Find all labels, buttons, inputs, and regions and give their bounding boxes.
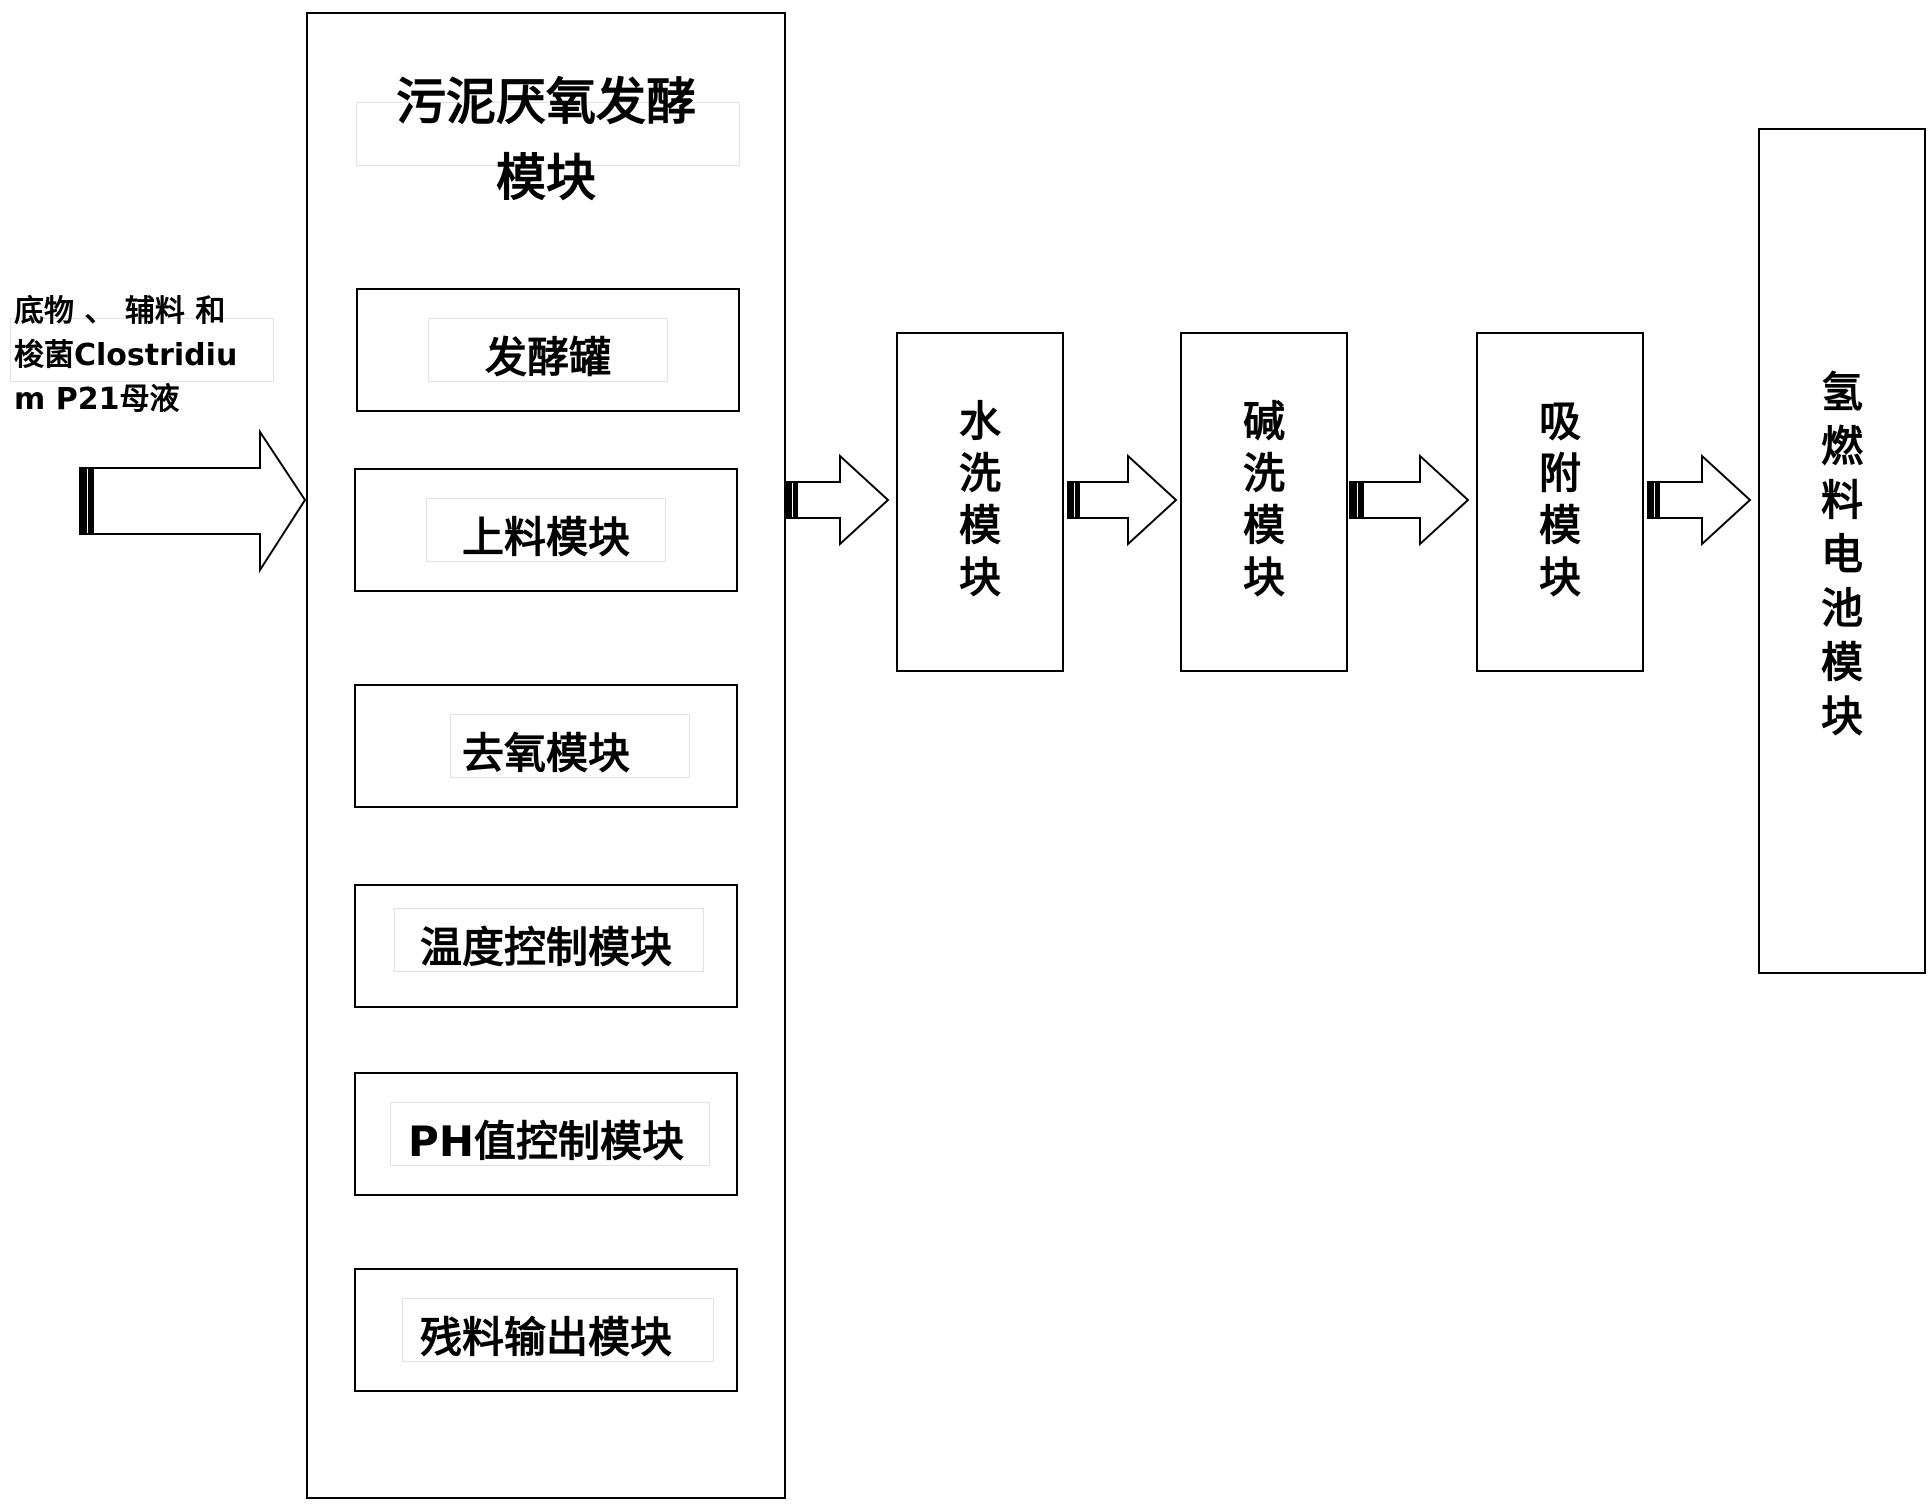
arrow-to-fuel-cell	[1647, 453, 1752, 547]
input-label-frame	[10, 318, 274, 382]
adsorption-module: 吸附模块	[1476, 332, 1644, 672]
submodule-frame	[428, 318, 668, 382]
water-wash-module: 水洗模块	[896, 332, 1064, 672]
submodule-frame	[402, 1298, 714, 1362]
fuel-cell-module: 氢燃料电池模块	[1758, 128, 1926, 974]
submodule-residue-output: 残料输出模块	[354, 1268, 738, 1392]
submodule-feeding: 上料模块	[354, 468, 738, 592]
input-arrow	[79, 428, 307, 574]
arrow-to-alkali-wash	[1067, 453, 1178, 547]
input-label-line2: 梭菌Clostridiu	[14, 338, 238, 373]
adsorption-label: 吸附模块	[1538, 397, 1581, 602]
fermentation-title-line1: 污泥厌氧发酵	[396, 73, 696, 131]
submodule-label: 上料模块	[461, 513, 630, 562]
submodule-label: 去氧模块	[461, 729, 630, 778]
water-wash-label: 水洗模块	[958, 397, 1001, 602]
submodule-label: 发酵罐	[484, 333, 611, 382]
submodule-ph-control: PH值控制模块	[354, 1072, 738, 1196]
arrow-to-adsorption	[1349, 453, 1470, 547]
submodule-frame	[426, 498, 666, 562]
submodule-label: 温度控制模块	[419, 923, 672, 972]
fermentation-title-frame	[356, 102, 740, 166]
submodule-fermentation-tank: 发酵罐	[356, 288, 740, 412]
input-label-line3: m P21母液	[14, 382, 180, 417]
submodule-deoxygenation: 去氧模块	[354, 684, 738, 808]
fermentation-title-line2: 模块	[496, 149, 596, 207]
submodule-label: PH值控制模块	[408, 1117, 684, 1166]
input-label-line1: 底物 、 辅料 和	[14, 294, 226, 329]
alkali-wash-module: 碱洗模块	[1180, 332, 1348, 672]
arrow-to-water-wash	[785, 453, 890, 547]
submodule-temperature-control: 温度控制模块	[354, 884, 738, 1008]
submodule-label: 残料输出模块	[419, 1313, 672, 1362]
fuel-cell-label: 氢燃料电池模块	[1820, 368, 1863, 741]
submodule-frame	[394, 908, 704, 972]
submodule-frame	[390, 1102, 710, 1166]
alkali-wash-label: 碱洗模块	[1242, 397, 1285, 602]
submodule-frame	[450, 714, 690, 778]
